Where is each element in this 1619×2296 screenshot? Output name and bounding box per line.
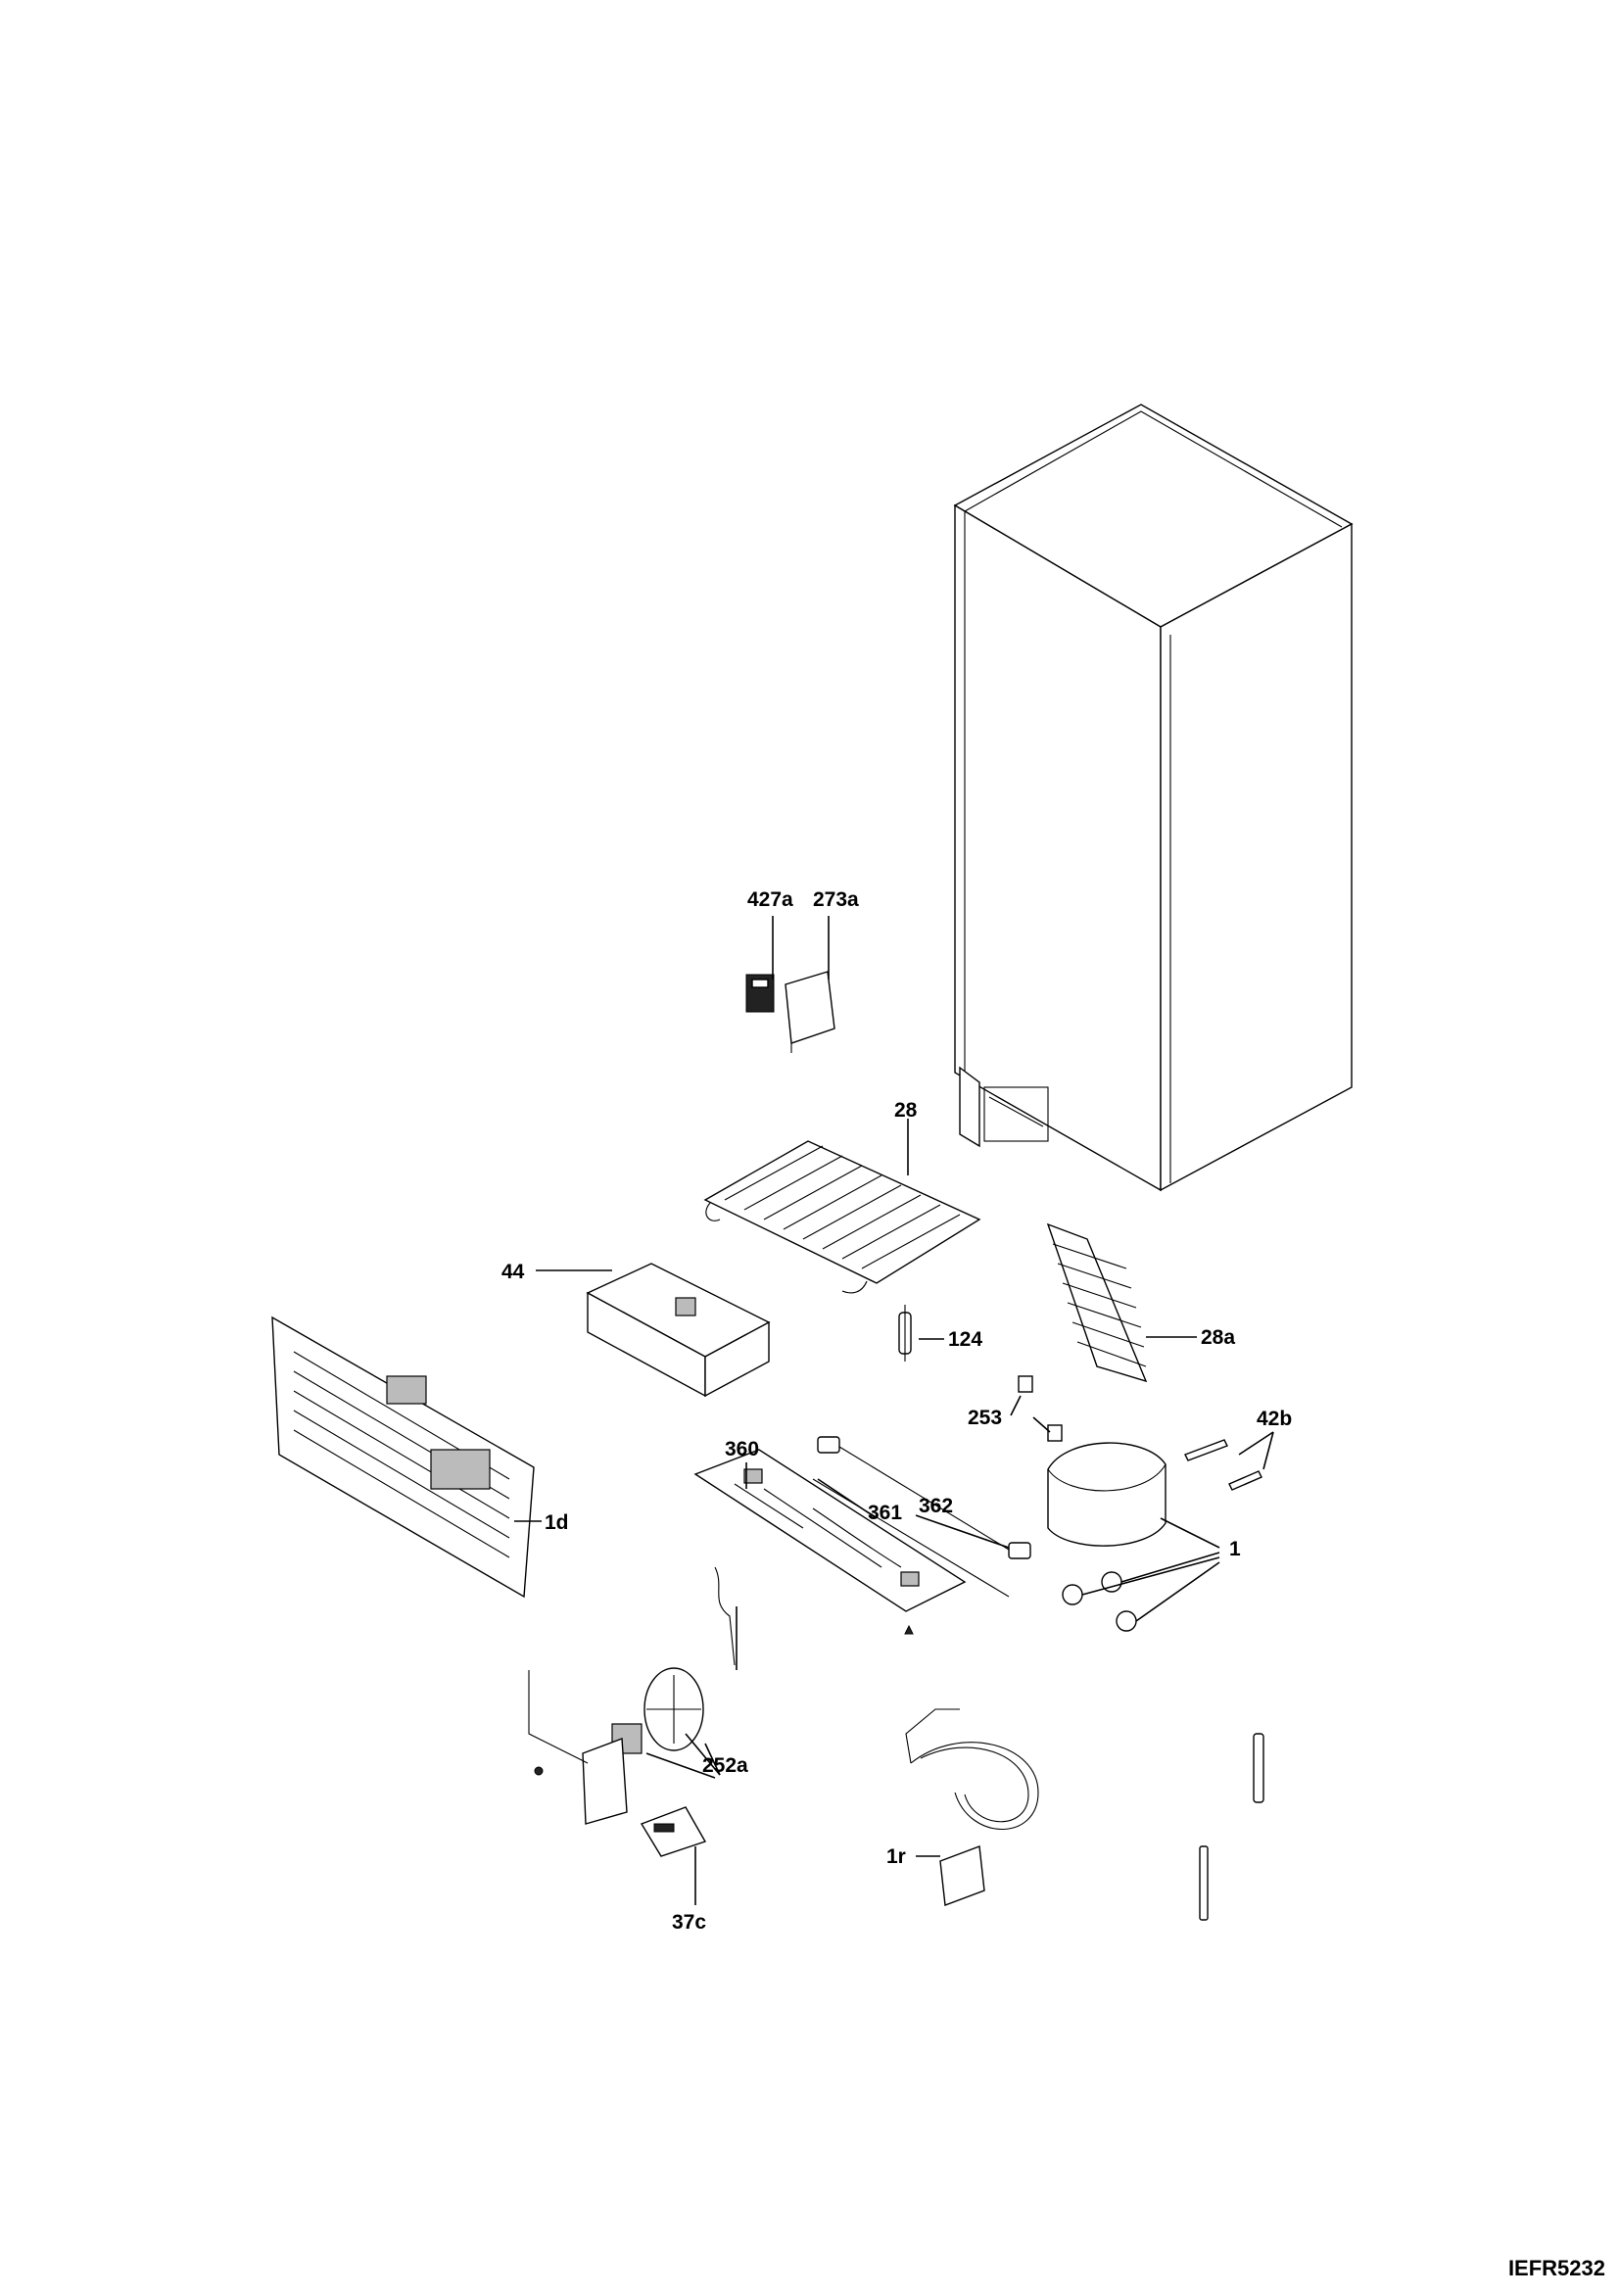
label-361: 361 — [868, 1502, 902, 1524]
label-28a: 28a — [1201, 1326, 1235, 1349]
part-42b-clip — [1184, 1439, 1262, 1491]
part-124-filter — [898, 1305, 912, 1362]
part-360-base-plate — [693, 1449, 967, 1635]
part-44-drip-tray — [586, 1263, 771, 1398]
label-42b: 42b — [1257, 1408, 1292, 1430]
part-1-compressor — [1047, 1442, 1167, 1632]
part-28-evaporator — [703, 1140, 981, 1294]
label-1: 1 — [1229, 1538, 1241, 1560]
part-427a-relay — [745, 974, 775, 1013]
label-427a: 427a — [747, 888, 793, 911]
part-wire-harness — [714, 1566, 738, 1670]
leader-lines — [514, 916, 1274, 1905]
label-253: 253 — [968, 1407, 1002, 1429]
label-37c: 37c — [672, 1911, 706, 1934]
part-253-clamp — [1018, 1375, 1063, 1442]
drawing-code: IEFR5232 — [1507, 2256, 1605, 2280]
label-273a: 273a — [813, 888, 859, 911]
part-362-sensor — [817, 1436, 1031, 1559]
label-1d: 1d — [545, 1511, 569, 1534]
part-rods — [1199, 1733, 1264, 1921]
label-1r: 1r — [886, 1845, 906, 1868]
label-44: 44 — [501, 1261, 525, 1283]
label-28: 28 — [894, 1099, 918, 1122]
cabinet — [953, 404, 1354, 1192]
label-362: 362 — [919, 1495, 953, 1517]
part-28a-condenser — [1046, 1222, 1148, 1383]
part-37c-box — [640, 1806, 707, 1857]
callout-labels: 427a 273a 28 44 124 28a 253 42b 360 362 … — [501, 888, 1292, 1934]
part-361-wire — [812, 1478, 1010, 1598]
label-252a: 252a — [702, 1754, 748, 1777]
part-252a-fan-assembly — [528, 1667, 704, 1825]
part-273a-box — [785, 971, 835, 1053]
part-1d-back-panel — [271, 1315, 535, 1599]
part-1r-power-cord — [905, 1708, 1039, 1906]
label-124: 124 — [948, 1328, 982, 1351]
label-360: 360 — [725, 1438, 759, 1460]
